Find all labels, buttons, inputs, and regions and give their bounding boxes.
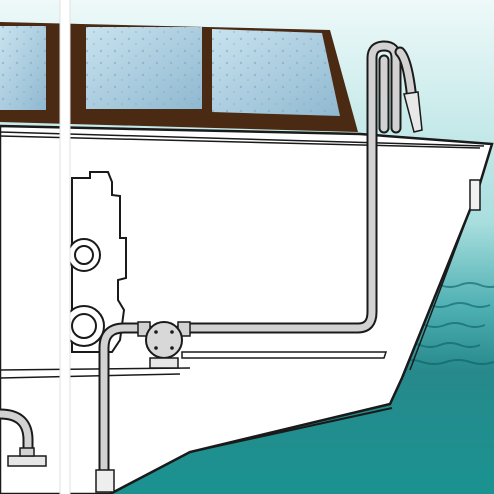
- pump-mount: [150, 358, 178, 368]
- windshield: [0, 22, 358, 132]
- bow-bracket: [470, 180, 480, 210]
- intake-strainer: [8, 456, 46, 466]
- engine-bed: [182, 352, 386, 358]
- through-hull-fitting: [96, 470, 114, 492]
- panel-divider: [60, 0, 70, 494]
